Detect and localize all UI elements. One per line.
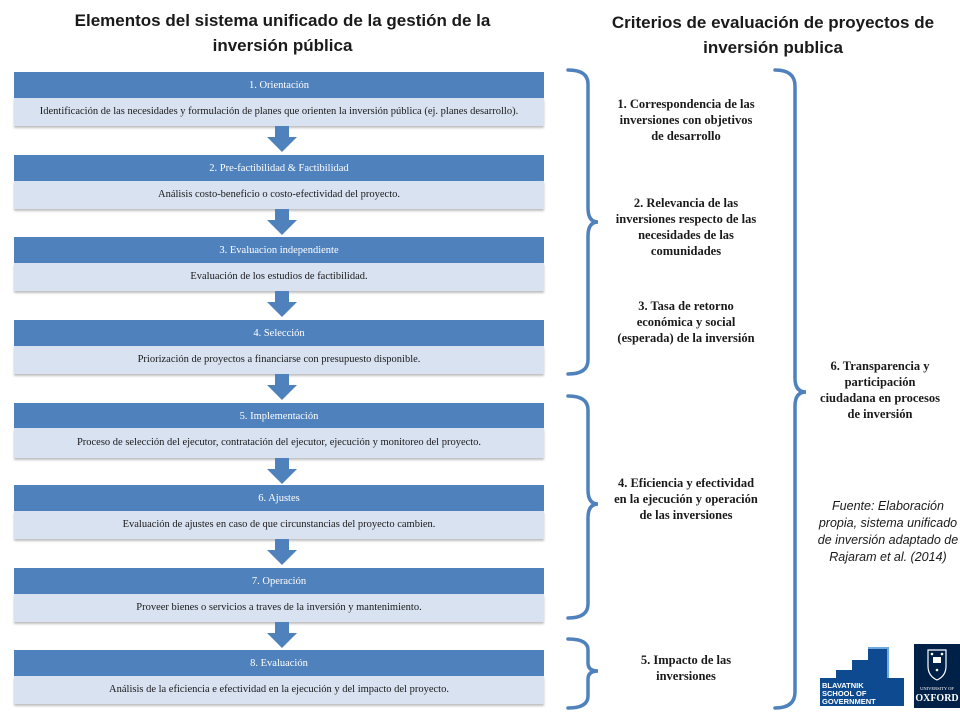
arrow-down-icon bbox=[267, 291, 297, 317]
criterion-2: 2. Relevancia de las inversiones respect… bbox=[615, 196, 757, 258]
arrow-down-icon bbox=[267, 539, 297, 565]
criterion-4: 4. Eficiencia y efectividad en la ejecuc… bbox=[614, 476, 758, 522]
criterion-5: 5. Impacto de las inversiones bbox=[640, 653, 732, 683]
step-1-head: 1. Orientación bbox=[14, 72, 544, 102]
brace-all-criteria-icon bbox=[773, 68, 807, 710]
arrow-down-icon bbox=[267, 374, 297, 400]
step-5-body: Proceso de selección del ejecutor, contr… bbox=[14, 428, 544, 458]
step-7-body: Proveer bienes o servicios a traves de l… bbox=[14, 594, 544, 622]
svg-text:SCHOOL OF: SCHOOL OF bbox=[822, 689, 867, 698]
step-4-body: Priorización de proyectos a financiarse … bbox=[14, 346, 544, 374]
step-1-body: Identificación de las necesidades y form… bbox=[14, 98, 544, 126]
brace-steps-5-7-icon bbox=[566, 394, 599, 620]
step-2-head: 2. Pre-factibilidad & Factibilidad bbox=[14, 155, 544, 185]
step-2-body: Análisis costo-beneficio o costo-efectiv… bbox=[14, 181, 544, 209]
right-title: Criterios de evaluación de proyectos de … bbox=[611, 13, 935, 57]
criterion-3: 3. Tasa de retorno económica y social (e… bbox=[617, 299, 755, 345]
arrow-down-icon bbox=[267, 458, 297, 484]
arrow-down-icon bbox=[267, 126, 297, 152]
step-3-body: Evaluación de los estudios de factibilid… bbox=[14, 263, 544, 291]
step-6-body: Evaluación de ajustes en caso de que cir… bbox=[14, 511, 544, 539]
criterion-1: 1. Correspondencia de las inversiones co… bbox=[617, 97, 755, 143]
step-6-head: 6. Ajustes bbox=[14, 485, 544, 515]
step-3-head: 3. Evaluacion independiente bbox=[14, 237, 544, 267]
arrow-down-icon bbox=[267, 622, 297, 648]
arrow-down-icon bbox=[267, 209, 297, 235]
svg-text:OXFORD: OXFORD bbox=[915, 693, 958, 704]
svg-text:BLAVATNIK: BLAVATNIK bbox=[822, 681, 864, 690]
blavatnik-logo: BLAVATNIK SCHOOL OF GOVERNMENT bbox=[816, 642, 908, 708]
brace-steps-1-4-icon bbox=[566, 68, 599, 376]
step-8-body: Análisis de la eficiencia e efectividad … bbox=[14, 676, 544, 704]
blavatnik-crest-icon: BLAVATNIK SCHOOL OF GOVERNMENT bbox=[816, 642, 908, 708]
step-7-head: 7. Operación bbox=[14, 568, 544, 598]
step-8-head: 8. Evaluación bbox=[14, 650, 544, 680]
svg-text:GOVERNMENT: GOVERNMENT bbox=[822, 697, 876, 706]
oxford-logo: UNIVERSITY OF OXFORD bbox=[914, 644, 960, 708]
svg-text:UNIVERSITY OF: UNIVERSITY OF bbox=[920, 686, 954, 691]
step-4-head: 4. Selección bbox=[14, 320, 544, 350]
left-title: Elementos del sistema unificado de la ge… bbox=[74, 11, 491, 55]
criterion-6: 6. Transparencia y participación ciudada… bbox=[820, 359, 940, 421]
brace-step-8-icon bbox=[566, 637, 599, 710]
oxford-crest-icon: UNIVERSITY OF OXFORD bbox=[914, 644, 960, 708]
source-note: Fuente: Elaboración propia, sistema unif… bbox=[817, 499, 959, 564]
